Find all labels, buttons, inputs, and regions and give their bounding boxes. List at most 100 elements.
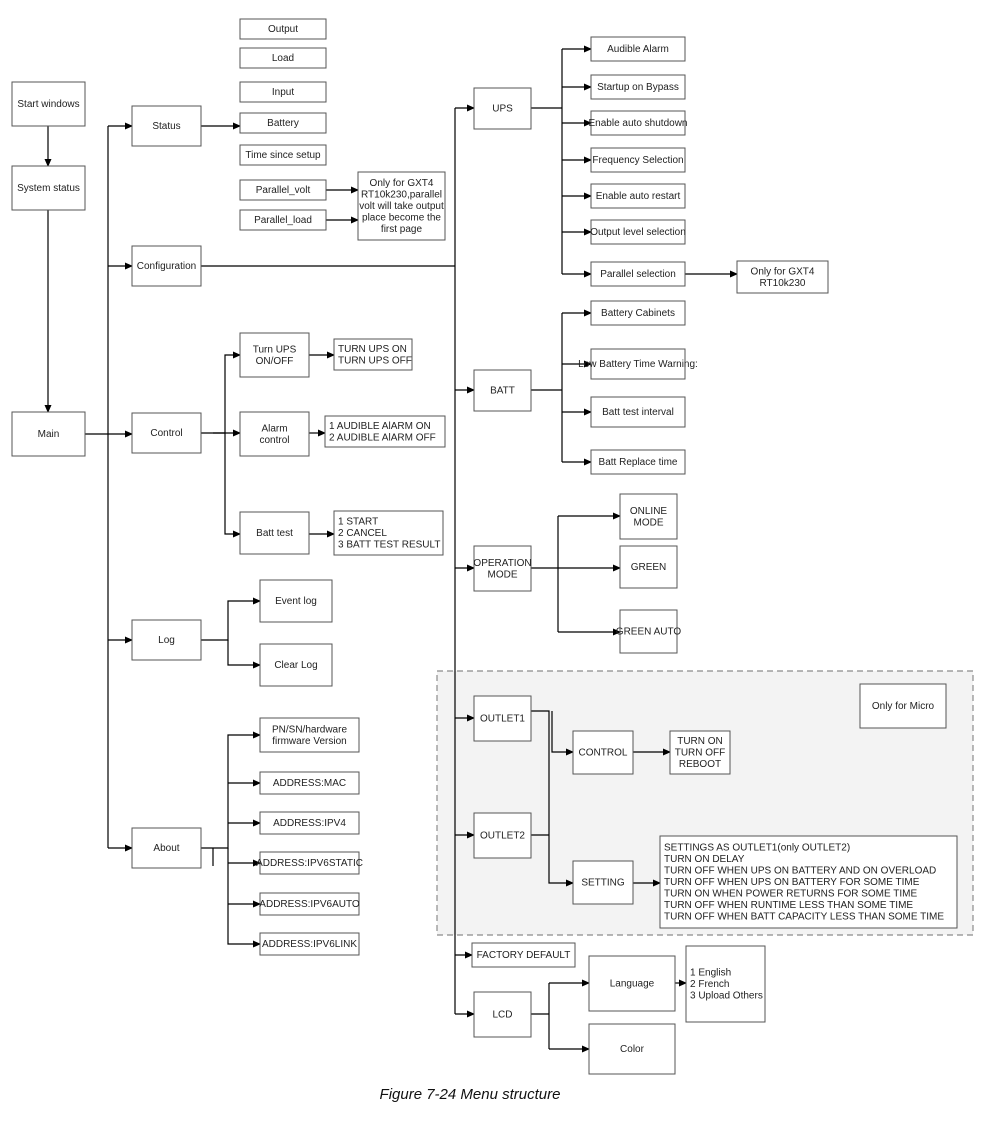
- node-batt-box: [473, 369, 532, 412]
- node-opmode-label: MODE: [488, 569, 518, 580]
- connector-18: [227, 640, 261, 669]
- node-amac-box: [259, 771, 360, 795]
- node-pvolt-label: Parallel_volt: [256, 185, 311, 196]
- node-alarmopt-box: [324, 415, 446, 448]
- node-osetopt-box: [659, 835, 958, 929]
- node-freq: Frequency Selection: [590, 147, 686, 173]
- node-about-box: [131, 827, 202, 869]
- node-pvolt-box: [239, 179, 327, 201]
- node-aipv4-label: ADDRESS:IPV4: [273, 818, 346, 829]
- node-batttestopt-label: 1 START: [338, 517, 378, 528]
- node-lang: Language: [588, 955, 676, 1012]
- node-parsel-label: Parallel selection: [600, 269, 676, 280]
- node-green-box: [619, 545, 678, 589]
- node-osetopt-label: TURN OFF WHEN UPS ON BATTERY FOR SOME TI…: [664, 877, 920, 888]
- node-eventlog-label: Event log: [275, 596, 317, 607]
- node-output: Output: [239, 18, 327, 40]
- node-sys: System status: [11, 165, 86, 211]
- node-pnote-label: RT10k230,parallel: [361, 190, 442, 201]
- node-aipv4: ADDRESS:IPV4: [259, 811, 360, 835]
- node-color-box: [588, 1023, 676, 1075]
- node-autorestart-label: Enable auto restart: [596, 191, 681, 202]
- node-aipv6l-box: [259, 932, 360, 956]
- node-lcd-label: LCD: [492, 1010, 512, 1021]
- node-autorestart-box: [590, 183, 686, 209]
- node-parsel-box: [590, 261, 686, 287]
- node-osetopt-label: TURN OFF WHEN BATT CAPACITY LESS THAN SO…: [664, 912, 944, 923]
- node-green-label: GREEN: [631, 562, 667, 573]
- connectors: [44, 45, 738, 1053]
- node-batttest: Batt test: [239, 511, 310, 555]
- node-factory: FACTORY DEFAULT: [471, 942, 576, 968]
- node-audible: Audible Alarm: [590, 36, 686, 62]
- node-outlet2-label: OUTLET2: [480, 831, 525, 842]
- node-control-box: [131, 412, 202, 454]
- node-load-box: [239, 47, 327, 69]
- node-color-label: Color: [620, 1044, 645, 1055]
- node-oset-box: [572, 860, 634, 905]
- node-pnsn-label: firmware Version: [272, 736, 346, 747]
- node-lcd: LCD: [473, 991, 532, 1038]
- node-log-box: [131, 619, 202, 661]
- node-aipv6s-box: [259, 851, 360, 875]
- node-aipv6a: ADDRESS:IPV6AUTO: [259, 892, 360, 916]
- figure-caption: Figure 7-24 Menu structure: [379, 1086, 561, 1103]
- node-langopt-box: [685, 945, 766, 1023]
- connector-13: [224, 433, 241, 538]
- node-time-label: Time since setup: [245, 150, 321, 161]
- node-lang-label: Language: [610, 979, 655, 990]
- node-micro: Only for Micro: [859, 683, 947, 729]
- node-btint-label: Batt test interval: [602, 407, 674, 418]
- node-octrlopt-label: TURN ON: [677, 736, 723, 747]
- node-pvolt: Parallel_volt: [239, 179, 327, 201]
- node-control-label: Control: [150, 428, 182, 439]
- node-osetopt-label: TURN OFF WHEN UPS ON BATTERY AND ON OVER…: [664, 866, 936, 877]
- node-parnote-box: [736, 260, 829, 294]
- node-brep: Batt Replace time: [590, 449, 686, 475]
- node-outlevel-box: [590, 219, 686, 245]
- node-audible-box: [590, 36, 686, 62]
- node-pnote-label: Only for GXT4: [370, 178, 434, 189]
- node-langopt-label: 2 French: [690, 979, 729, 990]
- node-octrl-box: [572, 730, 634, 775]
- node-cab-box: [590, 300, 686, 326]
- node-about-label: About: [153, 843, 179, 854]
- node-start-box: [11, 81, 86, 127]
- node-load-label: Load: [272, 53, 294, 64]
- node-sys-box: [11, 165, 86, 211]
- node-log-label: Log: [158, 635, 175, 646]
- node-outlet1-label: OUTLET1: [480, 714, 525, 725]
- node-input-box: [239, 81, 327, 103]
- node-turnupsopt-label: TURN UPS ON: [338, 344, 407, 355]
- node-control: Control: [131, 412, 202, 454]
- node-status: Status: [131, 105, 202, 147]
- node-pnote-box: [357, 171, 446, 241]
- node-freq-label: Frequency Selection: [592, 155, 683, 166]
- node-batttestopt-box: [333, 510, 444, 556]
- connector-19: [201, 731, 261, 849]
- node-pnsn-label: PN/SN/hardware: [272, 724, 347, 735]
- node-online-box: [619, 493, 678, 540]
- node-start: Start windows: [11, 81, 86, 127]
- node-osetopt-label: TURN ON DELAY: [664, 854, 745, 865]
- node-osetopt-label: TURN ON WHEN POWER RETURNS FOR SOME TIME: [664, 889, 917, 900]
- node-battery-box: [239, 112, 327, 134]
- node-load: Load: [239, 47, 327, 69]
- node-time-box: [239, 144, 327, 166]
- node-amac: ADDRESS:MAC: [259, 771, 360, 795]
- node-parnote-label: Only for GXT4: [751, 266, 815, 277]
- node-outlet1-box: [473, 695, 532, 742]
- node-micro-box: [859, 683, 947, 729]
- node-osetopt-label: TURN OFF WHEN RUNTIME LESS THAN SOME TIM…: [664, 900, 913, 911]
- connector-17: [201, 597, 261, 641]
- node-output-label: Output: [268, 24, 298, 35]
- node-audible-label: Audible Alarm: [607, 44, 669, 55]
- node-turnupsopt-label: TURN UPS OFF: [338, 355, 412, 366]
- node-octrlopt-label: REBOOT: [679, 759, 721, 770]
- node-about: About: [131, 827, 202, 869]
- connector-56: [531, 710, 574, 887]
